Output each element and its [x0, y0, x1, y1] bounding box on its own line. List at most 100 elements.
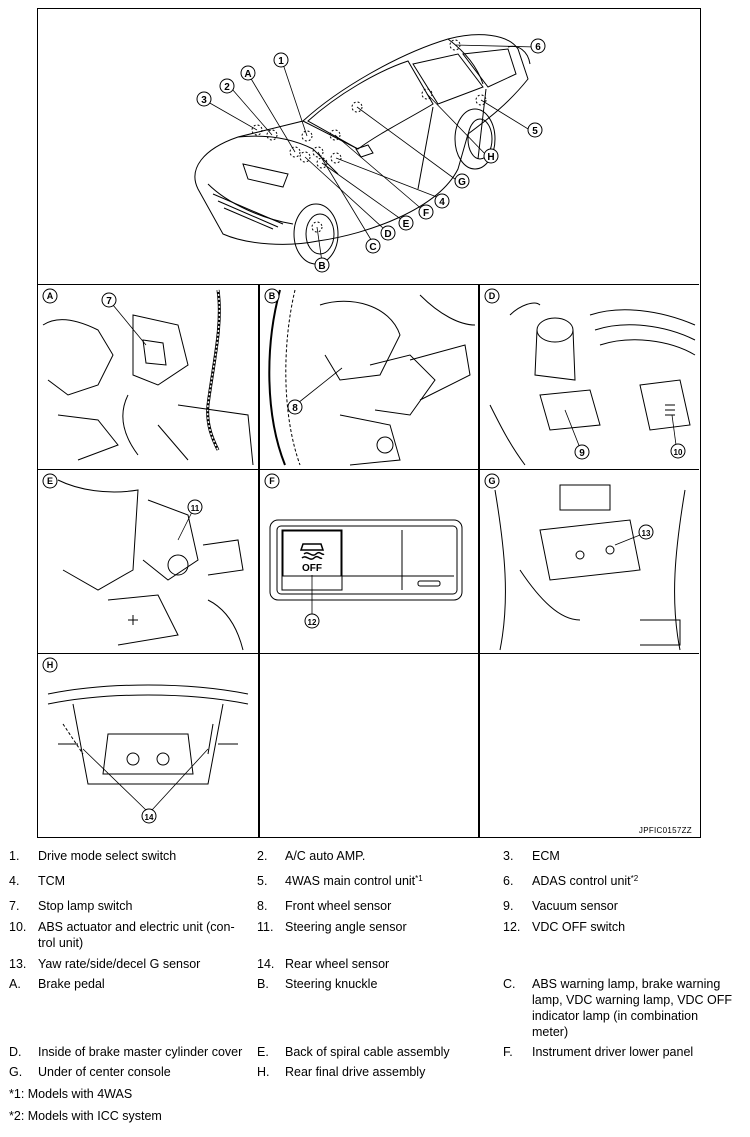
- legend-text: ADAS control unit: [532, 874, 631, 888]
- legend-text-line: Rear final drive assembly: [285, 1064, 505, 1080]
- legend-item-number: 4.: [9, 874, 20, 888]
- legend-text-line: Vacuum sensor: [532, 898, 747, 914]
- legend-text-line: Instrument driver lower panel: [532, 1044, 747, 1060]
- legend-footnote-ref: *1: [415, 874, 423, 883]
- legend-text-line: Steering knuckle: [285, 976, 505, 992]
- legend-item-text: Stop lamp switch: [38, 898, 258, 914]
- legend-text: Back of spiral cable assembly: [285, 1045, 450, 1059]
- legend-text: ABS actuator and electric unit (con-: [38, 920, 235, 934]
- legend-text: Instrument driver lower panel: [532, 1045, 694, 1059]
- legend-text-line: Stop lamp switch: [38, 898, 258, 914]
- callout-e: E: [403, 219, 410, 230]
- detail-panel-e: E 11: [38, 470, 259, 654]
- figure-id: JPFIC0157ZZ: [638, 826, 692, 835]
- legend-item-number: D.: [9, 1045, 22, 1059]
- legend-text-line: indicator lamp (in combination: [532, 1008, 747, 1024]
- legend-item-text: ABS actuator and electric unit (con-trol…: [38, 919, 258, 951]
- legend-item-number: 1.: [9, 849, 20, 863]
- callout-d: D: [384, 229, 391, 240]
- legend-item-text: Brake pedal: [38, 976, 258, 992]
- callout-12: 12: [308, 618, 317, 627]
- legend-text-line: Inside of brake master cylinder cover: [38, 1044, 258, 1060]
- legend-item-text: Under of center console: [38, 1064, 258, 1080]
- empty-panel-2: [479, 654, 699, 837]
- legend-text: lamp, VDC warning lamp, VDC OFF: [532, 993, 733, 1007]
- legend-footnote-ref: *2: [630, 874, 639, 883]
- legend-item-text: Rear final drive assembly: [285, 1064, 505, 1080]
- panel-h-letter: H: [47, 660, 54, 670]
- legend-text: Rear final drive assembly: [285, 1065, 426, 1079]
- callout-10: 10: [674, 448, 683, 457]
- legend-text-line: Yaw rate/side/decel G sensor: [38, 956, 258, 972]
- legend-text: trol unit): [38, 936, 84, 950]
- vdc-off-label: OFF: [302, 563, 322, 574]
- legend-item-text: TCM: [38, 873, 258, 889]
- legend-text-line: ABS actuator and electric unit (con-: [38, 919, 258, 935]
- callout-c: C: [369, 242, 376, 253]
- detail-panel-g: G 13: [479, 470, 699, 654]
- legend-item-number: E.: [257, 1045, 269, 1059]
- legend-item-text: VDC OFF switch: [532, 919, 747, 935]
- detail-panel-h: H 14: [38, 654, 259, 837]
- empty-panel-1: [259, 654, 479, 837]
- legend-text-line: meter): [532, 1024, 747, 1040]
- legend-text: 4WAS main control unit: [285, 874, 416, 888]
- legend-item-text: A/C auto AMP.: [285, 848, 505, 864]
- legend-item-text: ECM: [532, 848, 747, 864]
- legend-text: Inside of brake master cylinder cover: [38, 1045, 243, 1059]
- callout-5: 5: [532, 126, 538, 137]
- legend-item-number: F.: [503, 1045, 513, 1059]
- vdc-off-switch-icon: [299, 543, 325, 560]
- legend-text: Steering knuckle: [285, 977, 378, 991]
- legend-item-number: G.: [9, 1065, 23, 1079]
- legend-text: VDC OFF switch: [532, 920, 626, 934]
- legend-item-number: 2.: [257, 849, 268, 863]
- panel-b-letter: B: [269, 291, 276, 301]
- callout-2: 2: [224, 82, 230, 93]
- callout-g: G: [458, 177, 466, 188]
- panel-f-letter: F: [269, 476, 275, 486]
- callout-6: 6: [535, 42, 541, 53]
- legend-text-line: Rear wheel sensor: [285, 956, 505, 972]
- car-illustration: 1 A 2 3 6 5 H G 4 F E C B D: [194, 34, 546, 273]
- legend-text: ECM: [532, 849, 560, 863]
- callout-14: 14: [145, 813, 154, 822]
- legend-text: Stop lamp switch: [38, 899, 133, 913]
- legend-item-number: B.: [257, 977, 269, 991]
- legend-item-number: 10.: [9, 920, 27, 934]
- legend-item-number: A.: [9, 977, 21, 991]
- legend-text-line: ABS warning lamp, brake warning: [532, 976, 747, 992]
- callout-a: A: [244, 69, 251, 80]
- legend-item-number: H.: [257, 1065, 270, 1079]
- legend-item-text: Steering knuckle: [285, 976, 505, 992]
- panel-g-letter: G: [488, 476, 495, 486]
- legend-text-line: trol unit): [38, 935, 258, 951]
- legend-text: Brake pedal: [38, 977, 105, 991]
- legend-item-number: 8.: [257, 899, 268, 913]
- panel-e-letter: E: [47, 476, 53, 486]
- legend-item-text: 4WAS main control unit*1: [285, 873, 505, 889]
- legend-text-line: A/C auto AMP.: [285, 848, 505, 864]
- legend-item-text: Back of spiral cable assembly: [285, 1044, 505, 1060]
- callout-h: H: [487, 152, 494, 163]
- legend-text: Drive mode select switch: [38, 849, 177, 863]
- legend-text-line: VDC OFF switch: [532, 919, 747, 935]
- legend-item-number: C.: [503, 977, 516, 991]
- legend-item-number: 9.: [503, 899, 514, 913]
- legend-item-number: 11.: [257, 920, 274, 934]
- legend-text: Rear wheel sensor: [285, 957, 390, 971]
- callout-11: 11: [191, 504, 200, 513]
- footnote: *1: Models with 4WAS: [9, 1087, 133, 1101]
- panel-a-letter: A: [47, 291, 54, 301]
- legend-item-text: Rear wheel sensor: [285, 956, 505, 972]
- legend-item-number: 12.: [503, 920, 521, 934]
- car-overview-panel: 1 A 2 3 6 5 H G 4 F E C B D: [38, 9, 699, 285]
- legend-text-line: Front wheel sensor: [285, 898, 505, 914]
- legend-text: meter): [532, 1025, 569, 1039]
- legend-text: Steering angle sensor: [285, 920, 407, 934]
- legend-text: A/C auto AMP.: [285, 849, 366, 863]
- panel-d-letter: D: [489, 291, 496, 301]
- callout-9: 9: [579, 448, 585, 459]
- legend-item-number: 5.: [257, 874, 268, 888]
